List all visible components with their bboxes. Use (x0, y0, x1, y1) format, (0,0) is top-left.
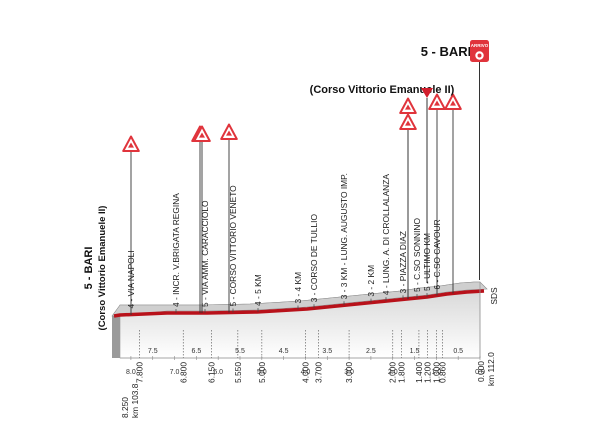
waypoint-remaining: 3.700 (314, 362, 324, 383)
waypoint-remaining: 1.000 (431, 362, 441, 383)
svg-text:ARRIVO: ARRIVO (471, 43, 489, 48)
finish-title: 5 - BARI (421, 44, 472, 59)
waypoint-remaining: 1.800 (396, 362, 406, 383)
warning-sign-icon (428, 93, 446, 110)
road-label: SDS (489, 287, 499, 305)
start-title: 5 - BARI (83, 247, 95, 290)
arrivo-sign: ARRIVO (470, 40, 489, 280)
km-tick-label: 3.5 (322, 348, 332, 355)
km-tick-label: 1.0 (431, 369, 441, 376)
waypoint-label: 5 - CORSO VITTORIO VENETO (228, 185, 238, 307)
waypoint-remaining: 6.150 (207, 362, 217, 383)
end-remaining: 0.000 (476, 361, 486, 382)
profile-road-line (113, 289, 485, 318)
waypoint-remaining: 6.800 (178, 362, 188, 383)
km-tick-label: 6.0 (213, 369, 223, 376)
waypoint-label: 3 - CORSO DE TULLIO (309, 214, 319, 303)
warning-sign-icon (220, 123, 238, 140)
waypoint-label: 5 - VIA AMM. CARACCIOLO (200, 200, 210, 307)
waypoint-remaining: 5.550 (233, 362, 243, 383)
waypoint-label: 4 - 5 KM (253, 274, 263, 306)
waypoint-remaining: 1.400 (414, 362, 424, 383)
warning-sign-icon (444, 93, 462, 110)
km-tick-label: 5.5 (235, 348, 245, 355)
waypoint-label: 5 - C.SO SONNINO (412, 218, 422, 292)
waypoint-remaining: 4.000 (300, 362, 310, 383)
km-tick-label: 8.0 (126, 369, 136, 376)
start-subtitle: (Corso Vittorio Emanuele II) (97, 206, 108, 331)
km-tick-label: 2.0 (388, 369, 398, 376)
km-tick-label: 6.5 (191, 348, 201, 355)
km-tick-label: 2.5 (366, 348, 376, 355)
km-tick-label: 7.0 (170, 369, 180, 376)
km-tick-label: 3.0 (344, 369, 354, 376)
km-tick-label: 1.5 (410, 348, 420, 355)
start-km: km 103.8 (130, 383, 140, 418)
waypoint-label: 3 - 4 KM (293, 272, 303, 304)
finish-triangle-marker (421, 88, 433, 283)
km-tick-label: 0.0 (475, 369, 485, 376)
start-remaining: 8.250 (120, 397, 130, 418)
finish-subtitle: (Corso Vittorio Emanuele II) (310, 84, 455, 96)
waypoint-label: 6 - C.SO CAVOUR (432, 219, 442, 289)
warning-sign-icon (399, 97, 417, 114)
waypoint-label: 3 - 2 KM (366, 265, 376, 297)
waypoint-remaining: 7.800 (135, 362, 145, 383)
waypoint-remaining: 2.000 (388, 362, 398, 383)
waypoint-label: 4 - INCR. V.BRIGATA REGINA (171, 193, 181, 307)
km-tick-label: 5.0 (257, 369, 267, 376)
waypoint-remaining: 1.200 (423, 362, 433, 383)
waypoint-label: 3 - 3 KM - LUNG. AUGUSTO IMP. (339, 173, 349, 299)
warning-sign-icon (399, 113, 417, 130)
waypoint-label: 4 - VIA NAPOLI (126, 250, 136, 308)
waypoint-remaining: 0.860 (437, 362, 447, 383)
km-tick-label: 4.0 (301, 369, 311, 376)
warning-sign-icon (122, 135, 140, 152)
km-tick-label: 0.5 (453, 348, 463, 355)
km-tick-label: 4.5 (279, 348, 289, 355)
end-km: km 112.0 (486, 352, 496, 386)
profile-front-face (112, 305, 120, 358)
waypoint-remaining: 5.000 (257, 362, 267, 383)
km-tick-label: 7.5 (148, 348, 158, 355)
waypoint-label: 4 - LUNG. A. DI CROLLALANZA (381, 174, 391, 295)
waypoint-label: 3 - PIAZZA DIAZ (398, 231, 408, 293)
waypoint-remaining: 3.000 (344, 362, 354, 383)
